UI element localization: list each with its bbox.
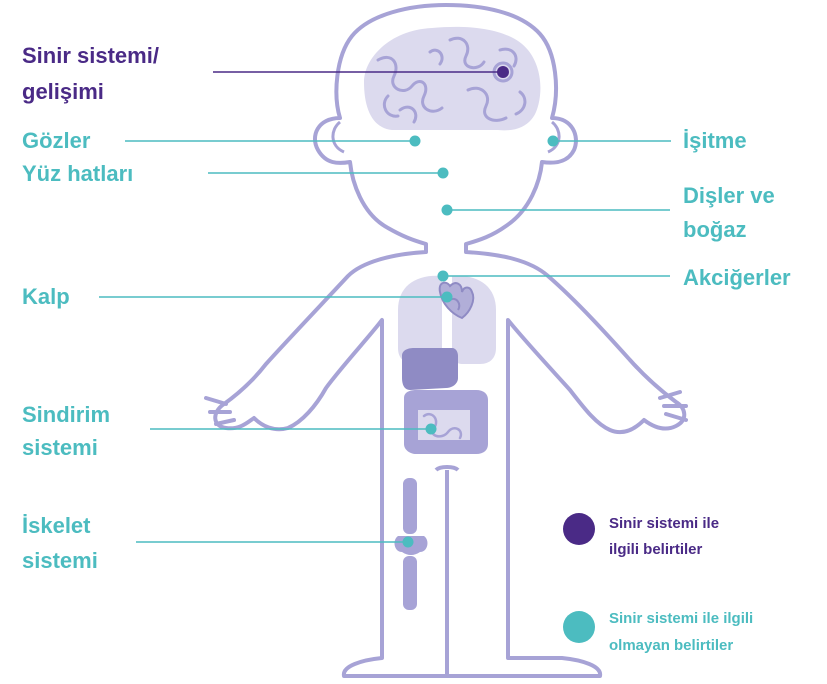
marker-teeth (442, 205, 453, 216)
label-skeletal-line1: İskelet (22, 510, 91, 541)
label-nervous-system-line2: gelişimi (22, 76, 104, 107)
label-digestive-line1: Sindirim (22, 399, 110, 430)
marker-heart (442, 292, 453, 303)
brain (364, 27, 540, 131)
label-face: Yüz hatları (22, 158, 133, 189)
intestines (404, 390, 488, 454)
legend-non-nervous-line1: Sinir sistemi ile ilgili (609, 607, 753, 631)
label-digestive-line2: sistemi (22, 432, 98, 463)
legend-non-nervous-dot (563, 611, 595, 643)
legend-non-nervous-line2: olmayan belirtiler (609, 634, 733, 658)
marker-skeletal (403, 537, 414, 548)
marker-lungs (438, 271, 449, 282)
legend-nervous-dot (563, 513, 595, 545)
label-heart: Kalp (22, 281, 70, 312)
marker-digestive (426, 424, 437, 435)
label-teeth-line1: Dişler ve (683, 180, 775, 211)
marker-face (438, 168, 449, 179)
marker-brain (497, 66, 509, 78)
label-lungs: Akciğerler (683, 262, 791, 293)
label-teeth-line2: boğaz (683, 214, 747, 245)
label-hearing: İşitme (683, 125, 747, 156)
marker-eyes (410, 136, 421, 147)
legend-nervous-line2: ilgili belirtiler (609, 538, 702, 562)
marker-hearing (548, 136, 559, 147)
stomach (402, 348, 458, 390)
label-nervous-system-line1: Sinir sistemi/ (22, 40, 159, 71)
label-eyes: Gözler (22, 125, 90, 156)
legend-nervous-line1: Sinir sistemi ile (609, 512, 719, 536)
label-skeletal-line2: sistemi (22, 545, 98, 576)
